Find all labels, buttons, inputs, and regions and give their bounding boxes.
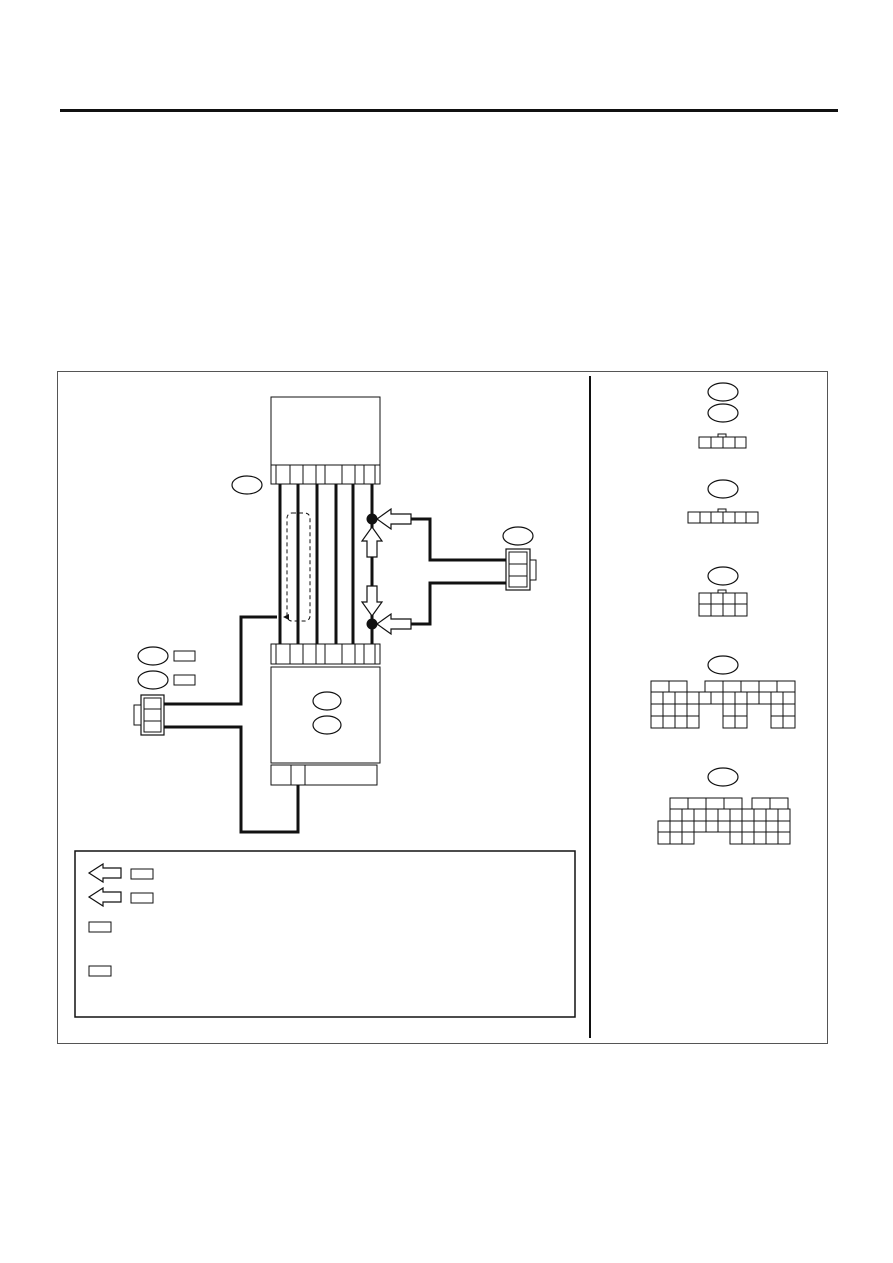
right-connector-callout bbox=[502, 526, 534, 546]
legend-box bbox=[74, 850, 576, 1018]
left-wires bbox=[163, 615, 300, 834]
legend-tag bbox=[130, 868, 154, 880]
connector-view-4-callout bbox=[707, 655, 739, 675]
legend-tag bbox=[88, 965, 112, 977]
legend-tag bbox=[88, 921, 112, 933]
arrow-down-to-splice bbox=[360, 585, 384, 618]
shield-drain-arrow bbox=[283, 614, 289, 620]
bottom-module-lower-connector bbox=[270, 764, 378, 786]
harness-callout bbox=[231, 475, 263, 495]
connector-view-2 bbox=[687, 479, 759, 524]
splice-arrow-upper bbox=[375, 507, 412, 531]
legend-row-3 bbox=[88, 921, 112, 933]
diagram-frame bbox=[57, 371, 828, 1044]
legend-row-2 bbox=[87, 886, 154, 908]
left-connector-tag-1 bbox=[173, 650, 196, 662]
connector-view-3-callout bbox=[707, 566, 739, 586]
connector-view-1-callout-a bbox=[707, 382, 739, 402]
top-module bbox=[270, 396, 381, 485]
splice-upper bbox=[366, 513, 378, 525]
legend-row-4 bbox=[88, 965, 112, 977]
bottom-module bbox=[270, 643, 381, 786]
legend-arrow-icon bbox=[87, 862, 122, 884]
left-connector-tag-2 bbox=[173, 674, 196, 686]
right-wires bbox=[411, 517, 508, 626]
connector-view-2-callout bbox=[707, 479, 739, 499]
left-connector bbox=[133, 646, 196, 736]
bottom-module-callout-1 bbox=[312, 691, 342, 711]
header-rule bbox=[60, 109, 838, 112]
bottom-module-callout-2 bbox=[312, 715, 342, 735]
splice-arrow-lower bbox=[375, 612, 412, 636]
left-connector-callout-1 bbox=[137, 646, 169, 666]
connector-view-5-callout bbox=[707, 767, 739, 787]
connector-view-3 bbox=[698, 566, 748, 617]
legend-arrow-icon bbox=[87, 886, 122, 908]
legend-tag bbox=[130, 892, 154, 904]
arrow-up-to-splice bbox=[360, 525, 384, 558]
connector-view-4 bbox=[650, 655, 796, 729]
splice-lower bbox=[366, 618, 378, 630]
connector-view-5 bbox=[657, 767, 791, 845]
right-connector bbox=[502, 526, 537, 591]
harness-wires bbox=[278, 484, 374, 644]
left-connector-callout-2 bbox=[137, 670, 169, 690]
connector-view-1 bbox=[698, 382, 747, 449]
legend-row-1 bbox=[87, 862, 154, 884]
connector-view-1-callout-b bbox=[707, 403, 739, 423]
